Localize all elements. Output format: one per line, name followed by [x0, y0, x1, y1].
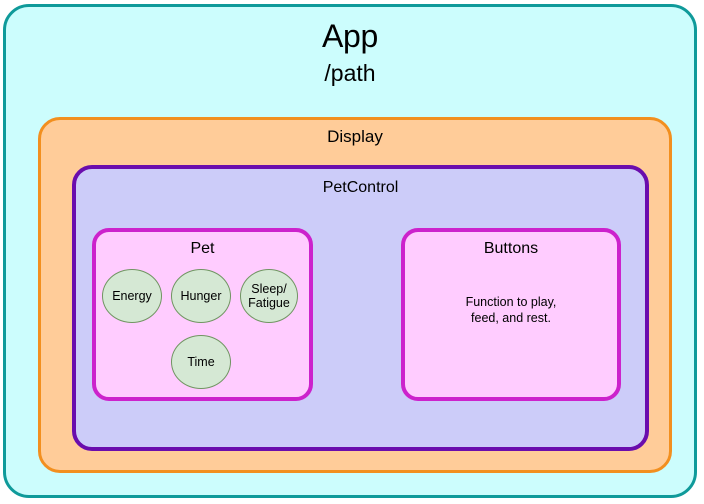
buttons-container: Buttons Function to play, feed, and rest… [401, 228, 621, 401]
buttons-description: Function to play, feed, and rest. [465, 295, 557, 325]
petcontrol-title: PetControl [322, 179, 399, 196]
pet-attribute-time: Time [171, 335, 231, 389]
pet-attribute-hunger: Hunger [171, 269, 231, 323]
pet-title: Pet [190, 240, 215, 257]
pet-attribute-sleep-fatigue: Sleep/ Fatigue [240, 269, 298, 323]
pet-attribute-energy: Energy [102, 269, 162, 323]
app-title: App [321, 18, 379, 54]
app-path-label: /path [324, 60, 376, 86]
buttons-title: Buttons [483, 240, 539, 257]
display-title: Display [327, 127, 383, 146]
